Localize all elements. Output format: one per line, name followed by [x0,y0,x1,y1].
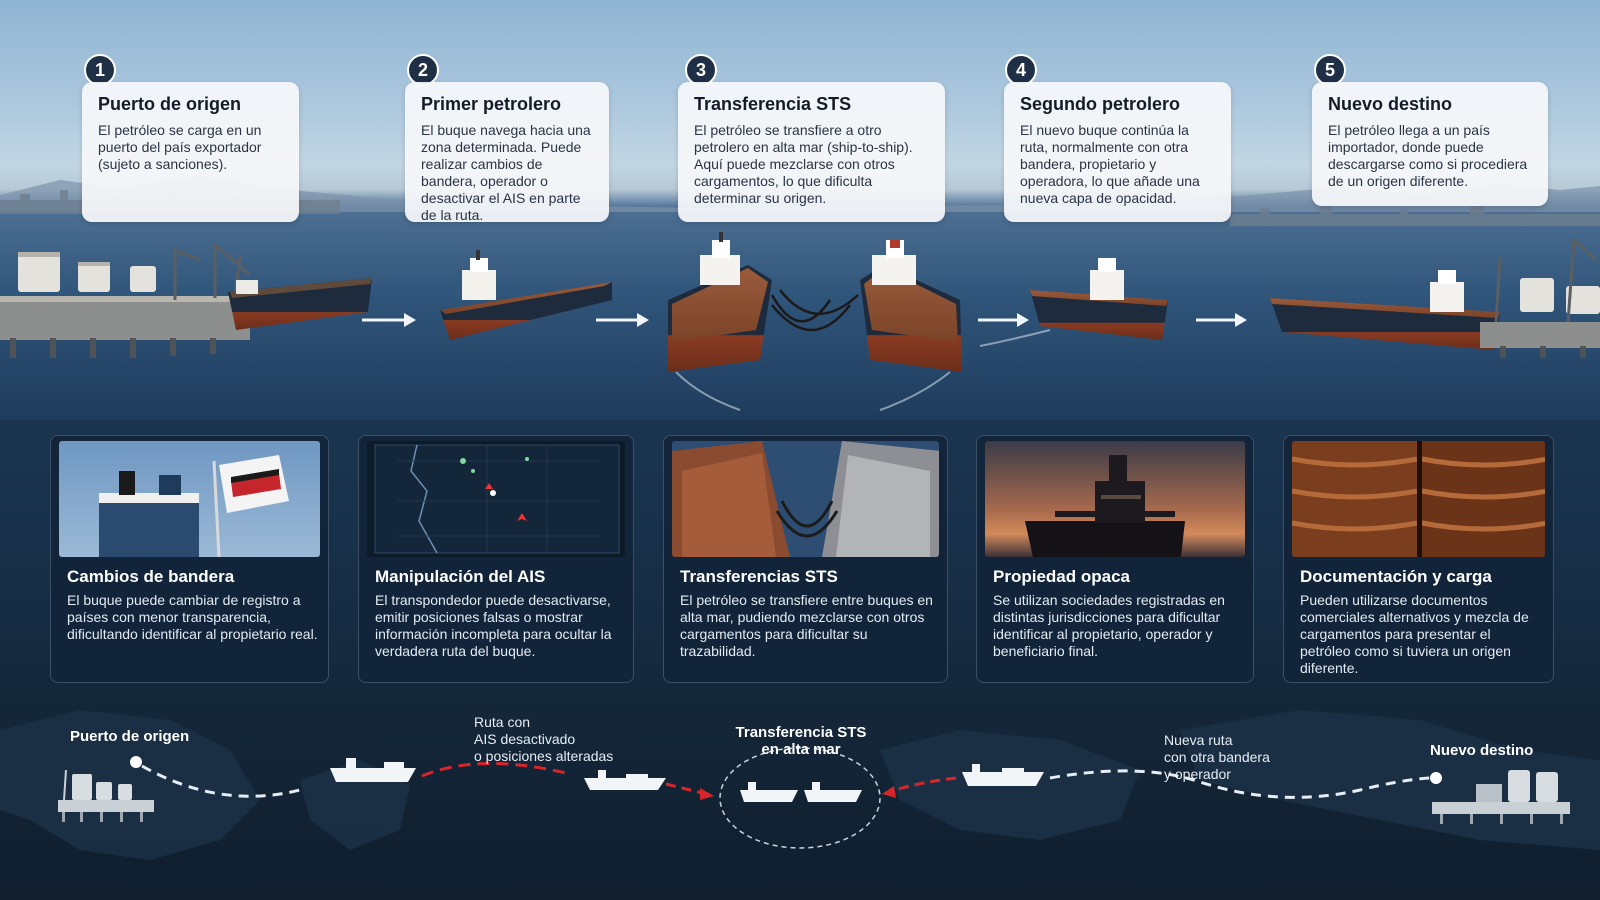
feature-card-sts: Transferencias STS El petróleo se transf… [663,435,948,683]
step-title: Transferencia STS [694,94,852,114]
map-reflag-line-2: con otra bandera [1164,749,1270,765]
step-text: El petróleo llega a un país importador, … [1328,122,1528,189]
step-card-segundo-petrolero: Segundo petrolero El nuevo buque continú… [1004,82,1231,222]
step-text: El buque navega hacia una zona determina… [421,122,591,223]
map-reflag-line-3: y operador [1164,766,1231,782]
feature-text: Pueden utilizarse documentos comerciales… [1300,592,1529,676]
step-title: Puerto de origen [98,94,242,114]
map-reflag-line-1: Nueva ruta [1164,732,1233,748]
step-card-puerto-origen: Puerto de origen El petróleo se carga en… [82,82,299,222]
step-number-1: 1 [84,54,116,86]
step-card-transferencia-sts: Transferencia STS El petróleo se transfi… [678,82,945,222]
feature-title: Cambios de bandera [67,567,235,586]
map-sts-line-1: Transferencia STS [735,724,867,741]
feature-text: El buque puede cambiar de registro a paí… [67,592,318,642]
map-origin-label: Puerto de origen [70,728,190,745]
map-ais-label: Ruta con AIS desactivado o posiciones al… [474,714,613,765]
harbor-scene: 1 2 3 4 5 Puerto de origen El petróleo s… [0,0,1600,430]
feature-text: Se utilizan sociedades registradas en di… [993,592,1225,659]
feature-title: Manipulación del AIS [375,567,546,586]
feature-text: El transpondedor puede desactivarse, emi… [375,592,612,659]
feature-text: El petróleo se transfiere entre buques e… [680,592,933,659]
step-title: Segundo petrolero [1020,94,1181,114]
map-destination-label: Nuevo destino [1430,742,1534,759]
feature-title: Documentación y carga [1300,567,1492,586]
sts-transfer-image [672,441,939,557]
map-ais-line-1: Ruta con [474,714,531,730]
route-map-drawing [0,710,1600,860]
step-card-primer-petrolero: Primer petrolero El buque navega hacia u… [405,82,609,223]
step-number-3: 3 [685,54,717,86]
map-sts-line-2: en alta mar [761,741,841,758]
map-sts-label: Transferencia STS en alta mar [724,724,878,758]
opaque-ownership-image [985,441,1245,557]
step-number-2: 2 [407,54,439,86]
feature-card-bandera: Cambios de bandera El buque puede cambia… [50,435,329,683]
oil-barrels-image [1292,441,1545,557]
feature-title: Transferencias STS [680,567,838,586]
ais-screen-image [367,441,625,557]
map-reflag-label: Nueva ruta con otra bandera y operador [1164,732,1270,783]
flag-change-image [59,441,320,557]
feature-card-propiedad: Propiedad opaca Se utilizan sociedades r… [976,435,1254,683]
step-text: El petróleo se carga en un puerto del pa… [98,122,262,172]
step-card-nuevo-destino: Nuevo destino El petróleo llega a un paí… [1312,82,1548,206]
feature-title: Propiedad opaca [993,567,1130,586]
harbor-illustration [0,176,1600,430]
map-ais-line-3: o posiciones alteradas [474,748,614,764]
step-title: Nuevo destino [1328,94,1453,114]
feature-card-ais: Manipulación del AIS El transpondedor pu… [358,435,634,683]
step-text: El petróleo se transfiere a otro petrole… [694,122,913,206]
route-map: Puerto de origen Ruta con AIS desactivad… [0,690,1600,900]
step-title: Primer petrolero [421,94,562,114]
step-number-5: 5 [1314,54,1346,86]
feature-card-documentacion: Documentación y carga Pueden utilizarse … [1283,435,1554,683]
map-ais-line-2: AIS desactivado [474,731,576,747]
step-text: El nuevo buque continúa la ruta, normalm… [1020,122,1200,206]
